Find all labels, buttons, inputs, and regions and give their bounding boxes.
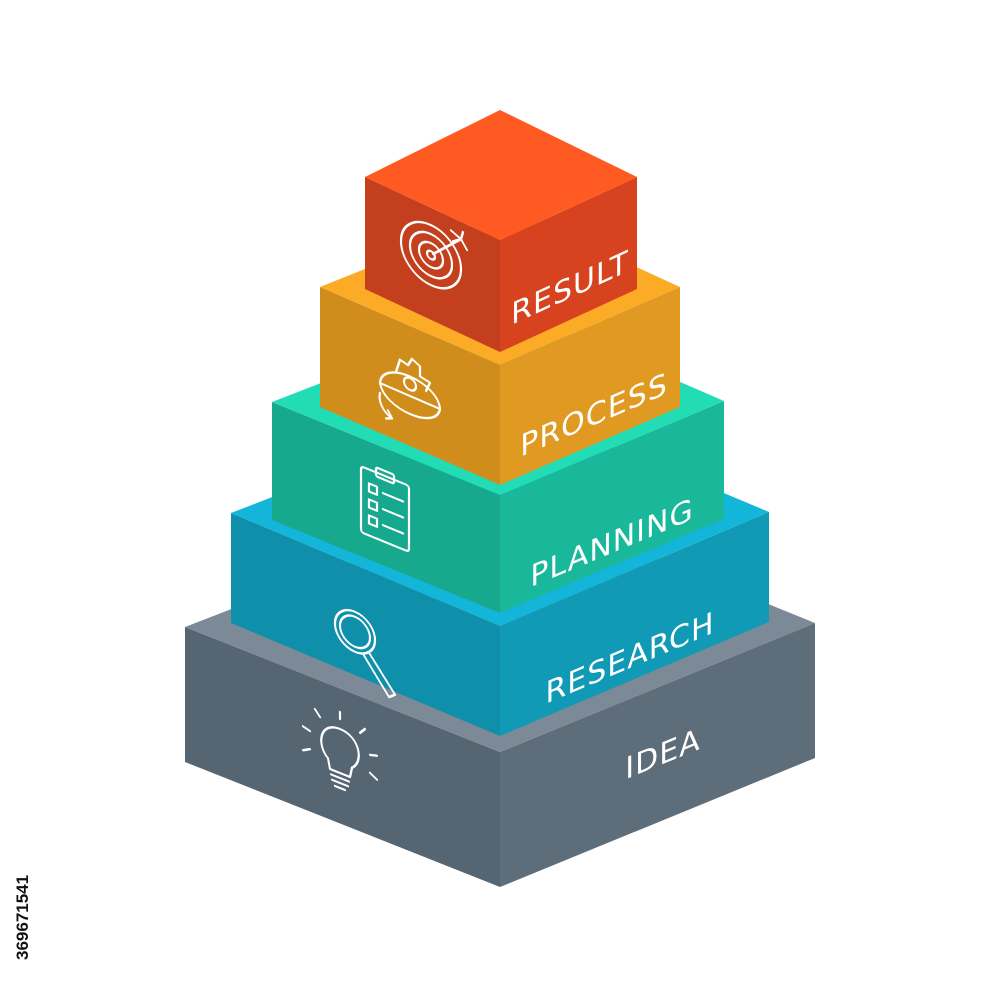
tier-left-face — [365, 177, 500, 352]
tier-result: RESULT — [365, 110, 637, 352]
tier-left-face — [272, 402, 500, 613]
gear-helmet-icon — [378, 357, 442, 420]
tier-right-face — [500, 623, 815, 887]
tier-right-face — [500, 177, 637, 352]
tier-right-face — [500, 287, 680, 485]
stock-id-text: 369671541 — [13, 875, 32, 960]
lightbulb-icon — [301, 707, 379, 792]
tier-left-face — [320, 287, 500, 485]
stock-id-watermark: 369671541 — [13, 875, 32, 960]
tier-left-face — [185, 627, 500, 887]
tier-right-face — [500, 401, 724, 613]
tier-top-face — [365, 110, 637, 240]
tier-right-face — [500, 512, 769, 736]
checklist-icon — [359, 466, 411, 552]
magnifier-icon — [333, 608, 397, 699]
target-icon — [399, 220, 469, 290]
